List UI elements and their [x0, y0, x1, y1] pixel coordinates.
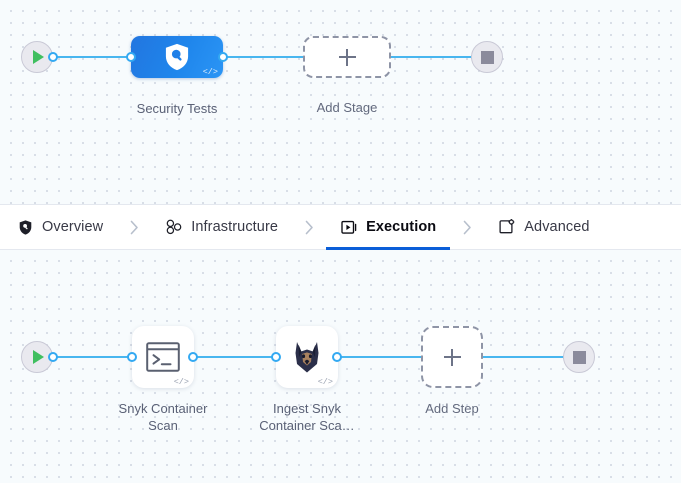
tab-advanced-label: Advanced: [524, 219, 590, 235]
step-node-snyk-container-scan-label: Snyk Container Scan: [93, 400, 233, 434]
label-line-1: Ingest Snyk: [273, 401, 341, 416]
chevron-right-icon: [463, 220, 471, 234]
stop-icon: [480, 50, 494, 64]
terminal-icon: [146, 342, 180, 372]
play-box-icon: [340, 218, 358, 236]
edge-start-to-stage: [53, 56, 137, 58]
play-icon: [33, 50, 44, 64]
port-start-out[interactable]: [48, 52, 58, 62]
code-badge-icon: </>: [317, 376, 333, 387]
step-node-snyk-container-scan[interactable]: </>: [132, 326, 194, 388]
tab-infrastructure-label: Infrastructure: [191, 219, 279, 235]
tab-execution-label: Execution: [366, 219, 437, 235]
settings-box-icon: [498, 218, 516, 236]
execution-step-canvas[interactable]: </> Snyk Container Scan </> Ingest Snyk: [0, 250, 681, 483]
edge-addstage-to-end: [388, 56, 480, 58]
shield-icon: [16, 218, 34, 236]
chevron-right-icon: [130, 220, 138, 234]
port-stage-out[interactable]: [218, 52, 228, 62]
tab-execution[interactable]: Execution: [326, 205, 451, 250]
port-step2-out[interactable]: [332, 352, 342, 362]
shield-search-icon: [165, 43, 189, 71]
port-step2-in[interactable]: [271, 352, 281, 362]
stage-canvas[interactable]: </> Security Tests Add Stage: [0, 0, 681, 204]
plus-icon: [443, 348, 461, 366]
port-step1-in[interactable]: [127, 352, 137, 362]
nodes-icon: [165, 218, 183, 236]
add-step-button[interactable]: [421, 326, 483, 388]
port-stage-in[interactable]: [126, 52, 136, 62]
pipeline-tab-bar[interactable]: Overview Infrastructure: [0, 204, 681, 250]
tab-separator-1: [105, 205, 163, 249]
label-line-1: Snyk Container: [118, 401, 208, 416]
step-node-ingest-snyk-container-scan-label: Ingest Snyk Container Sca…: [237, 400, 377, 434]
add-stage-label: Add Stage: [316, 100, 378, 115]
edge-step2-to-addstep: [332, 356, 426, 358]
port-exec-start-out[interactable]: [48, 352, 58, 362]
stage-node-security-tests[interactable]: </>: [131, 36, 223, 78]
label-line-2: Container Sca…: [259, 418, 355, 433]
tab-infrastructure[interactable]: Infrastructure: [163, 205, 280, 249]
chevron-right-icon: [305, 220, 313, 234]
stage-node-label: Security Tests: [136, 101, 218, 116]
plus-icon: [338, 48, 356, 66]
code-badge-icon: </>: [173, 376, 189, 387]
step-node-ingest-snyk-container-scan[interactable]: </>: [276, 326, 338, 388]
pipeline-end-node[interactable]: [471, 41, 503, 73]
pipeline-start-node[interactable]: [21, 41, 53, 73]
snyk-doberman-icon: [295, 342, 319, 373]
tab-overview-label: Overview: [42, 219, 104, 235]
tab-separator-2: [280, 205, 338, 249]
add-step-label: Add Step: [425, 401, 479, 416]
tab-separator-3: [438, 205, 496, 249]
stop-icon: [572, 350, 586, 364]
edge-stage-to-addstage: [218, 56, 308, 58]
code-badge-icon: </>: [202, 66, 218, 77]
play-icon: [33, 350, 44, 364]
execution-end-node[interactable]: [563, 341, 595, 373]
tab-advanced[interactable]: Advanced: [496, 205, 591, 249]
edge-addstep-to-end: [478, 356, 572, 358]
add-stage-button[interactable]: [303, 36, 391, 78]
tab-overview[interactable]: Overview: [14, 205, 105, 249]
label-line-2: Scan: [148, 418, 178, 433]
edge-start-to-step1: [53, 356, 139, 358]
edge-step1-to-step2: [188, 356, 283, 358]
port-step1-out[interactable]: [188, 352, 198, 362]
